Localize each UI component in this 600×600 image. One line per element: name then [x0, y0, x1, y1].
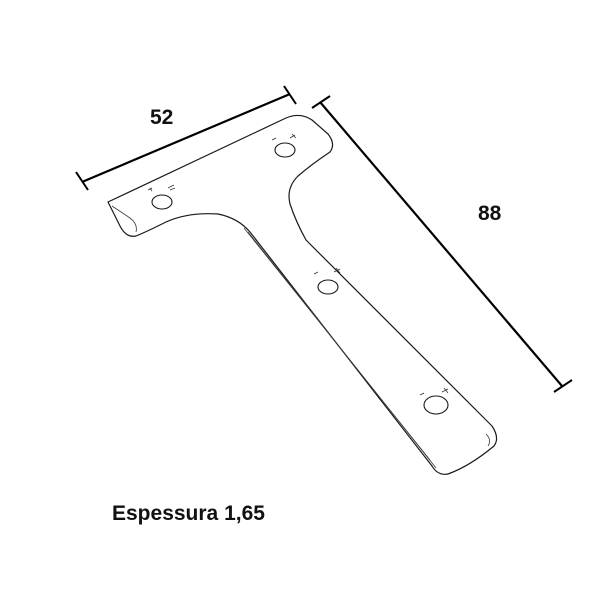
t-bracket-plate [107, 114, 498, 475]
plate-outline [107, 114, 498, 475]
length-tick-top [311, 95, 331, 109]
length-tick-bottom [553, 379, 573, 393]
width-tick-left [75, 171, 89, 191]
holes [151, 142, 449, 415]
hole-3 [317, 279, 339, 295]
width-label: 52 [150, 106, 173, 129]
plate-bevel-end [485, 433, 490, 447]
plate-bevel-long-2 [247, 231, 437, 469]
width-dimension: 52 [75, 85, 297, 191]
length-label: 88 [478, 202, 502, 225]
length-dimension: 88 [311, 95, 573, 393]
hole-1 [151, 194, 173, 210]
width-tick-right [283, 85, 297, 105]
thickness-note: Espessura 1,65 [112, 502, 265, 525]
width-dimension-line [81, 92, 291, 184]
length-dimension-line [319, 101, 563, 387]
hole-2 [274, 142, 296, 158]
hole-4 [423, 395, 449, 415]
hole-marks [147, 133, 449, 396]
plate-bevel-top [111, 205, 137, 233]
